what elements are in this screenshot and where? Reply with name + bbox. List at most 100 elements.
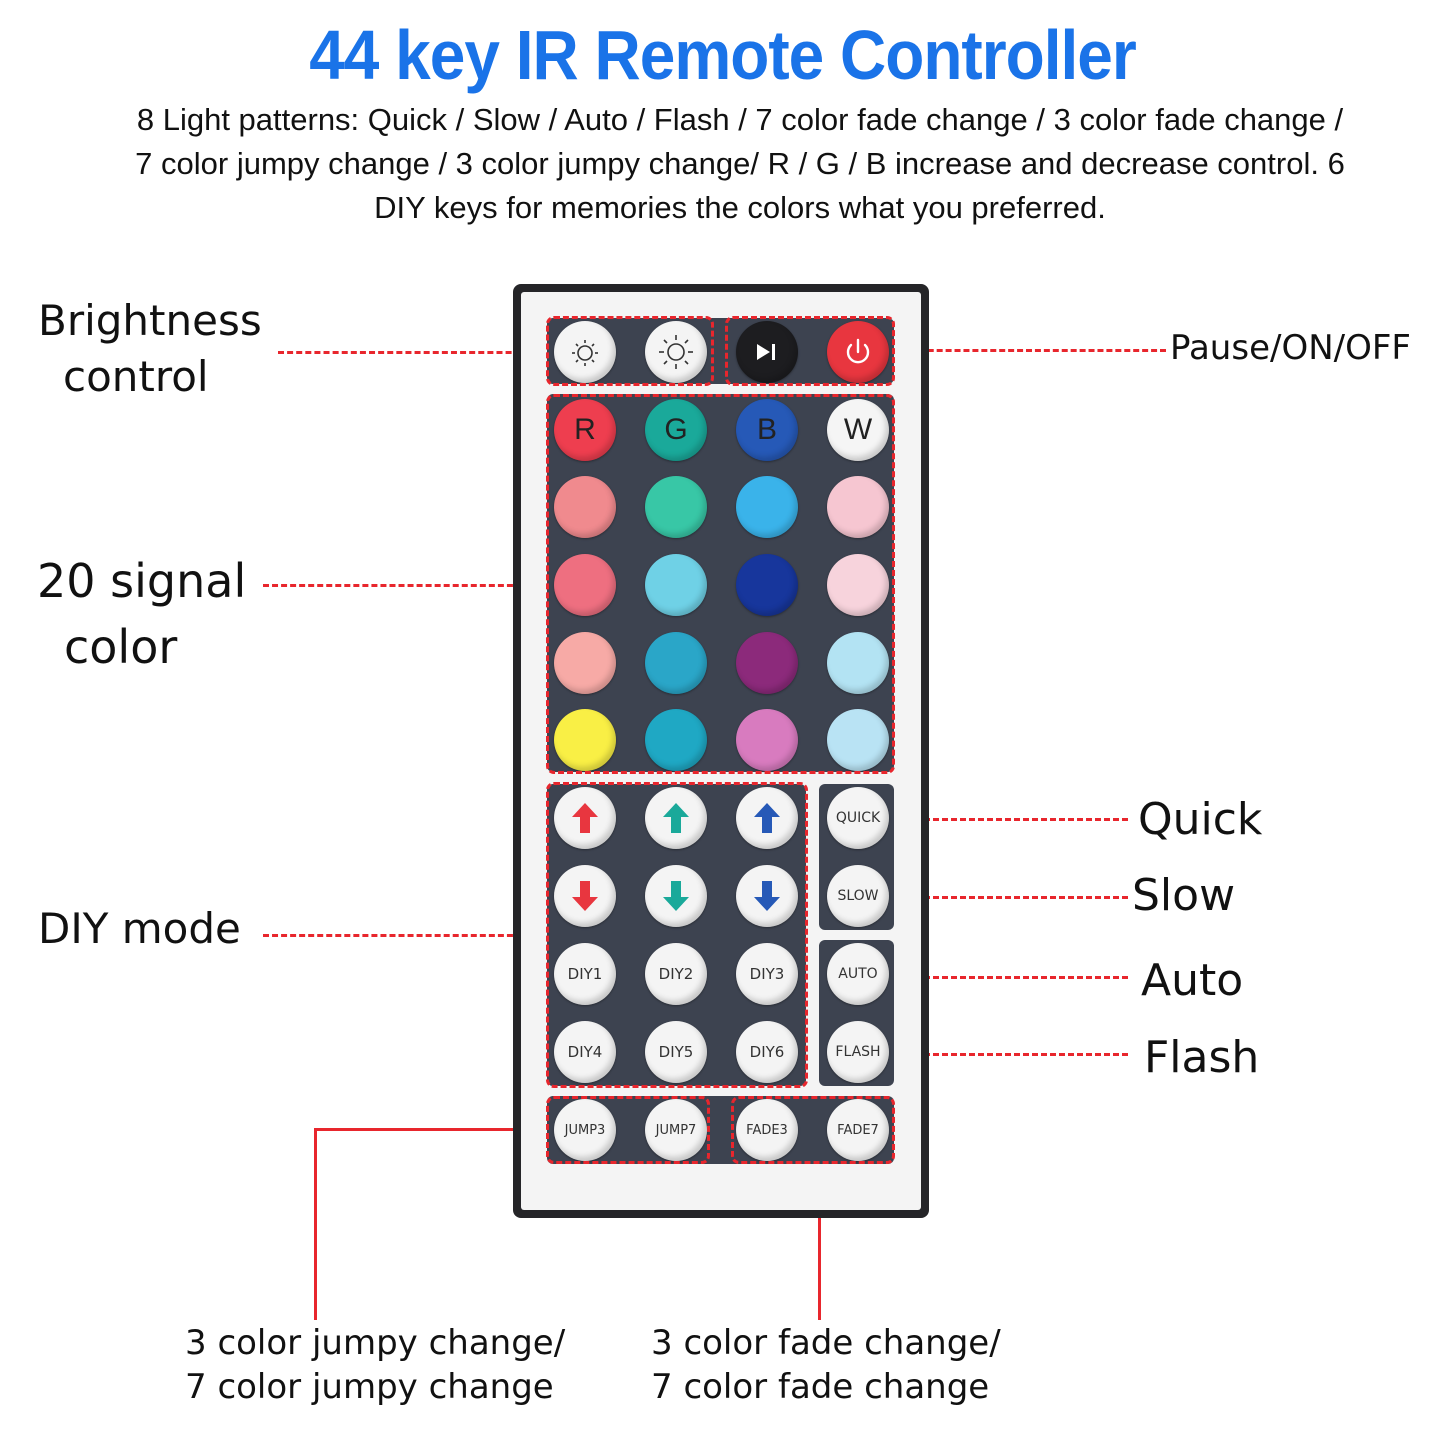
jump3-button[interactable]: JUMP3 bbox=[554, 1099, 616, 1161]
leader-brightness bbox=[278, 351, 548, 354]
power-group-outline bbox=[725, 316, 895, 386]
color-key[interactable] bbox=[554, 632, 616, 694]
color-key-g[interactable]: G bbox=[645, 399, 707, 461]
color-key[interactable] bbox=[736, 554, 798, 616]
arrow-up-red-icon bbox=[572, 803, 598, 833]
color-key[interactable] bbox=[736, 632, 798, 694]
color-key[interactable] bbox=[827, 632, 889, 694]
label-brightness-control: control bbox=[63, 352, 209, 401]
description-line: DIY keys for memories the colors what yo… bbox=[374, 190, 1106, 225]
leader-quick bbox=[888, 818, 1128, 821]
key-label: FADE7 bbox=[837, 1122, 879, 1138]
color-key[interactable] bbox=[645, 709, 707, 771]
key-label: FADE3 bbox=[746, 1122, 788, 1138]
brightness-group-outline bbox=[546, 316, 714, 386]
leader-jumpy-h bbox=[314, 1128, 550, 1131]
leader-pause bbox=[892, 349, 1166, 352]
jump7-button[interactable]: JUMP7 bbox=[645, 1099, 707, 1161]
power-button[interactable] bbox=[827, 321, 889, 383]
blue-down-button[interactable] bbox=[736, 865, 798, 927]
key-label: W bbox=[843, 413, 873, 446]
jump-group-outline bbox=[546, 1096, 710, 1164]
key-label: JUMP7 bbox=[655, 1122, 697, 1138]
color-key[interactable] bbox=[736, 709, 798, 771]
diy6-button[interactable]: DIY6 bbox=[736, 1021, 798, 1083]
play-pause-icon bbox=[757, 344, 775, 360]
diy1-button[interactable]: DIY1 bbox=[554, 943, 616, 1005]
key-label: DIY3 bbox=[749, 965, 785, 983]
key-label: DIY1 bbox=[567, 965, 603, 983]
label-fade-change-1: 3 color fade change/ bbox=[651, 1323, 1001, 1363]
arrow-down-green-icon bbox=[663, 881, 689, 911]
label-jumpy-change-1: 3 color jumpy change/ bbox=[185, 1323, 566, 1363]
color-key[interactable] bbox=[827, 709, 889, 771]
key-label: FLASH bbox=[835, 1044, 881, 1060]
leader-fade-v bbox=[818, 1164, 821, 1320]
label-quick: Quick bbox=[1138, 794, 1263, 845]
color-key[interactable] bbox=[554, 554, 616, 616]
leader-slow bbox=[888, 896, 1128, 899]
description: 8 Light patterns: Quick / Slow / Auto / … bbox=[60, 98, 1420, 230]
leader-jumpy-v bbox=[314, 1128, 317, 1320]
blue-up-button[interactable] bbox=[736, 787, 798, 849]
color-key[interactable] bbox=[554, 709, 616, 771]
leader-flash bbox=[888, 1053, 1128, 1056]
arrow-down-blue-icon bbox=[754, 881, 780, 911]
diy-group-outline bbox=[546, 782, 808, 1088]
label-diy-mode: DIY mode bbox=[38, 904, 241, 953]
color-key[interactable] bbox=[554, 476, 616, 538]
diy5-button[interactable]: DIY5 bbox=[645, 1021, 707, 1083]
description-line: 7 color jumpy change / 3 color jumpy cha… bbox=[135, 146, 1345, 181]
arrow-up-blue-icon bbox=[754, 803, 780, 833]
key-label: DIY5 bbox=[658, 1043, 694, 1061]
key-label: R bbox=[574, 413, 596, 446]
diy2-button[interactable]: DIY2 bbox=[645, 943, 707, 1005]
color-key-w[interactable]: W bbox=[827, 399, 889, 461]
label-auto: Auto bbox=[1141, 955, 1244, 1006]
color-group-outline bbox=[546, 394, 895, 774]
auto-button[interactable]: AUTO bbox=[827, 943, 889, 1005]
flash-button[interactable]: FLASH bbox=[827, 1021, 889, 1083]
green-down-button[interactable] bbox=[645, 865, 707, 927]
color-key[interactable] bbox=[645, 632, 707, 694]
brightness-down-button[interactable] bbox=[554, 321, 616, 383]
label-slow: Slow bbox=[1132, 870, 1236, 921]
label-fade-change-2: 7 color fade change bbox=[651, 1367, 990, 1407]
slow-button[interactable]: SLOW bbox=[827, 865, 889, 927]
red-up-button[interactable] bbox=[554, 787, 616, 849]
brightness-up-button[interactable] bbox=[645, 321, 707, 383]
color-key-b[interactable]: B bbox=[736, 399, 798, 461]
red-down-button[interactable] bbox=[554, 865, 616, 927]
green-up-button[interactable] bbox=[645, 787, 707, 849]
key-label: B bbox=[756, 413, 777, 446]
diy4-button[interactable]: DIY4 bbox=[554, 1021, 616, 1083]
arrow-up-green-icon bbox=[663, 803, 689, 833]
fade7-button[interactable]: FADE7 bbox=[827, 1099, 889, 1161]
key-label: SLOW bbox=[837, 888, 879, 904]
key-label: AUTO bbox=[838, 966, 878, 982]
description-line: 8 Light patterns: Quick / Slow / Auto / … bbox=[136, 102, 1344, 137]
key-label: DIY6 bbox=[749, 1043, 785, 1061]
key-label: DIY2 bbox=[658, 965, 694, 983]
fade-group-outline bbox=[731, 1096, 895, 1164]
leader-signal-color bbox=[263, 584, 531, 587]
label-brightness: Brightness bbox=[38, 296, 262, 345]
arrow-down-red-icon bbox=[572, 881, 598, 911]
label-flash: Flash bbox=[1144, 1032, 1260, 1083]
sun-large-icon bbox=[659, 335, 693, 369]
quick-button[interactable]: QUICK bbox=[827, 787, 889, 849]
key-label: QUICK bbox=[835, 810, 881, 826]
color-key[interactable] bbox=[736, 476, 798, 538]
color-key[interactable] bbox=[827, 554, 889, 616]
color-key[interactable] bbox=[827, 476, 889, 538]
color-key[interactable] bbox=[645, 554, 707, 616]
color-key[interactable] bbox=[645, 476, 707, 538]
color-key-r[interactable]: R bbox=[554, 399, 616, 461]
play-pause-button[interactable] bbox=[736, 321, 798, 383]
key-label: G bbox=[664, 413, 688, 446]
label-jumpy-change-2: 7 color jumpy change bbox=[185, 1367, 554, 1407]
label-pause-on-off: Pause/ON/OFF bbox=[1170, 328, 1411, 368]
label-20-signal: 20 signal bbox=[37, 554, 247, 608]
fade3-button[interactable]: FADE3 bbox=[736, 1099, 798, 1161]
diy3-button[interactable]: DIY3 bbox=[736, 943, 798, 1005]
